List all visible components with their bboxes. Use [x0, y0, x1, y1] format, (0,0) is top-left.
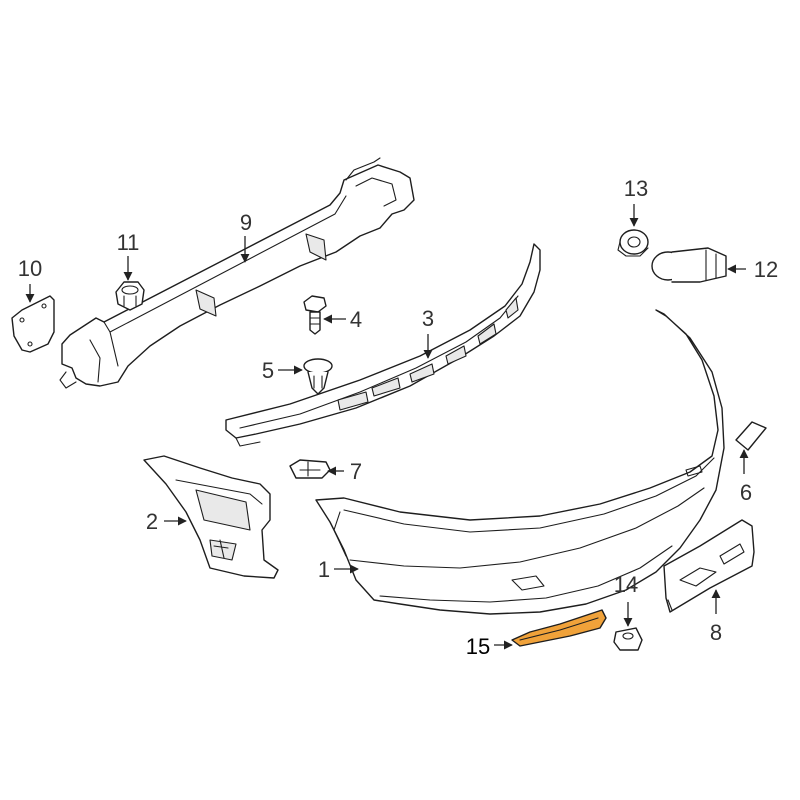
part-4-bolt[interactable]: [303, 295, 327, 335]
callout-7: 7: [350, 459, 362, 484]
part-8-license-bracket[interactable]: [663, 519, 755, 613]
callout-5: 5: [262, 358, 274, 383]
part-15-trim-strip-highlighted[interactable]: [511, 609, 607, 647]
part-10-bracket[interactable]: [11, 295, 55, 353]
callout-4: 4: [350, 307, 362, 332]
callout-11: 11: [117, 230, 140, 255]
callout-13: 13: [624, 176, 648, 201]
part-9-reinforcement-bar[interactable]: [59, 157, 415, 389]
callout-14: 14: [614, 572, 638, 597]
leader-lines: [25, 204, 749, 650]
part-5-push-clip[interactable]: [303, 358, 333, 395]
part-7-clip-nut[interactable]: [289, 459, 331, 479]
callout-6: 6: [740, 480, 752, 505]
callout-10: 10: [18, 256, 42, 281]
part-15-fill: [511, 609, 607, 647]
part-14-retainer[interactable]: [613, 627, 643, 651]
callout-1: 1: [318, 557, 330, 582]
part-1-bumper-cover[interactable]: [315, 309, 725, 615]
callout-3: 3: [422, 306, 434, 331]
callout-15: 15: [466, 634, 490, 659]
callout-labels: 10 11 9 4 3 5 7 2 1 6 8 13 12 14 15: [18, 176, 778, 659]
callout-8: 8: [710, 620, 722, 645]
callout-12: 12: [754, 257, 778, 282]
callout-9: 9: [240, 210, 252, 235]
part-3-energy-absorber[interactable]: [225, 243, 541, 447]
part-6-reflector[interactable]: [735, 421, 767, 451]
part-12-park-sensor[interactable]: [651, 247, 727, 283]
part-2-side-bracket[interactable]: [143, 455, 279, 579]
part-13-grommet[interactable]: [617, 229, 649, 257]
callout-2: 2: [146, 509, 158, 534]
part-11-nut[interactable]: [115, 281, 145, 311]
